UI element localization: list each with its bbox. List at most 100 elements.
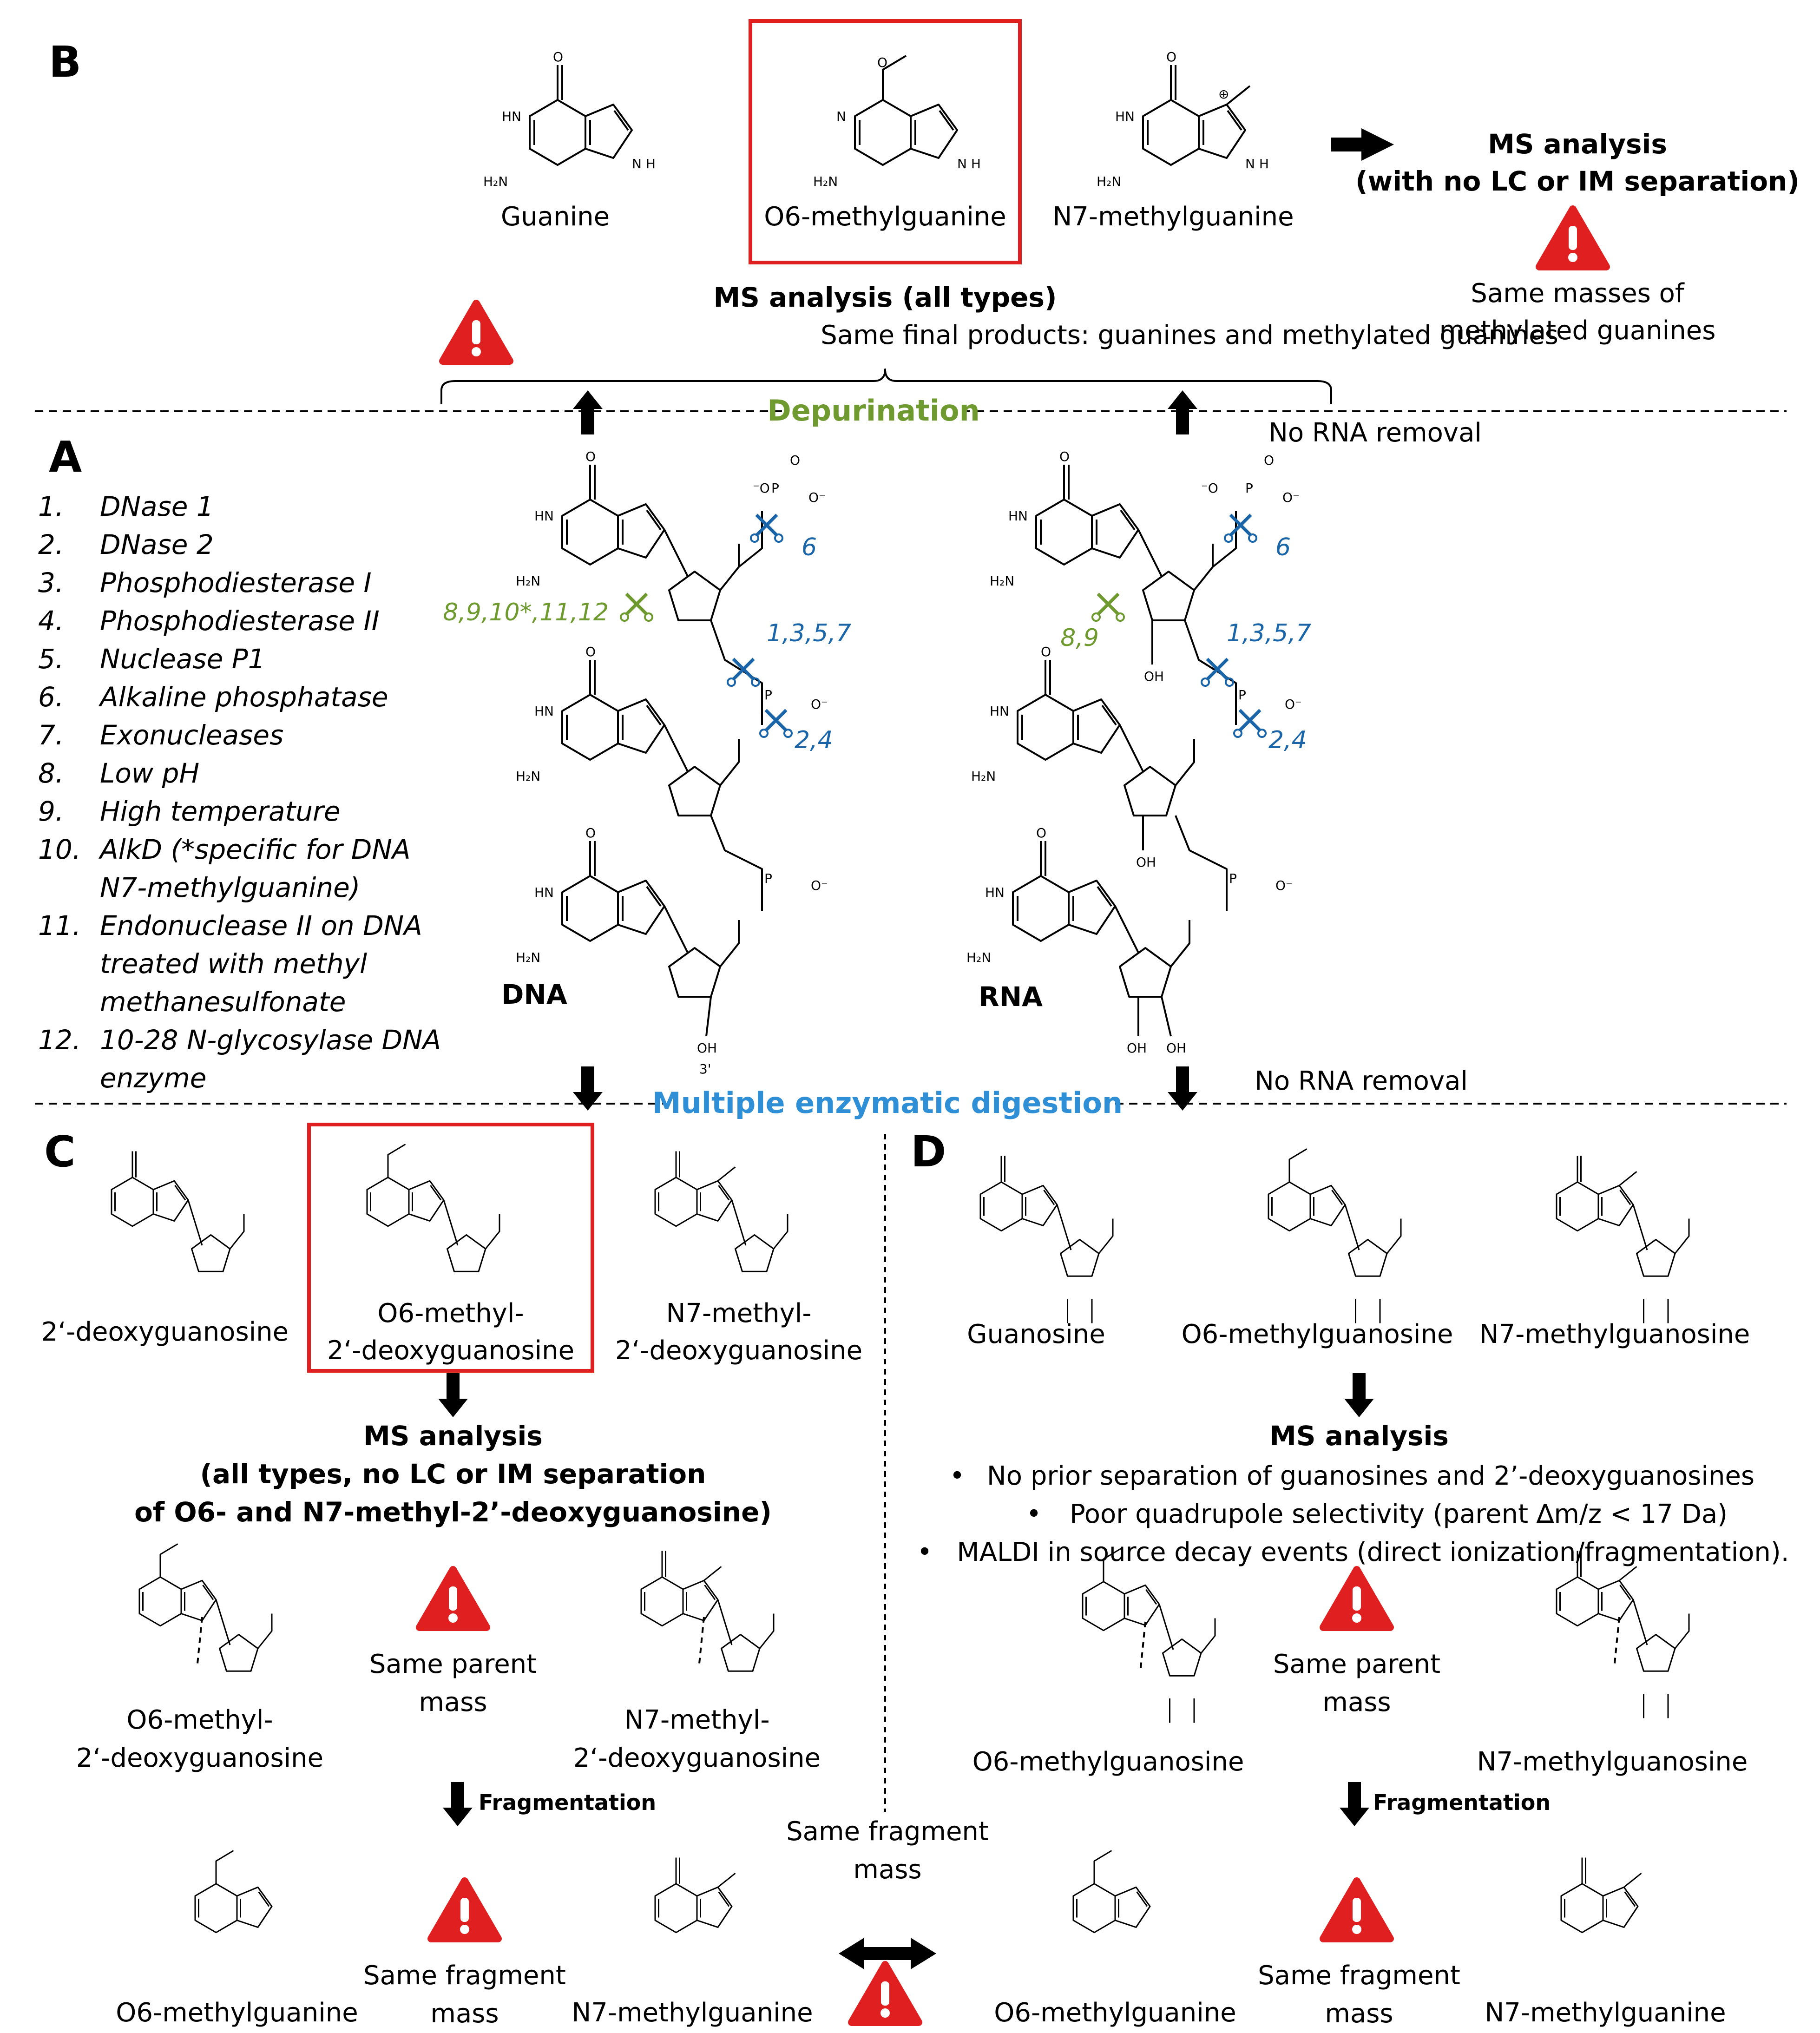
panel-d-fragment-label-n7: N7-methylguanine (1485, 1998, 1726, 2028)
svg-text:HN: HN (502, 109, 521, 124)
panel-d-bullet-mark-2: • (917, 1537, 932, 1567)
svg-text:OH: OH (1127, 1040, 1147, 1056)
panel-c-same-parent-line-1: mass (419, 1687, 487, 1717)
treatment-number-3: 3. (38, 567, 64, 599)
treatment-text-2-0: DNase 2 (100, 529, 214, 560)
panel-c-same-parent: Same parent mass (369, 1649, 537, 1717)
treatment-text-7-0: Exonucleases (100, 719, 283, 751)
svg-text:O: O (790, 453, 800, 468)
svg-text:⁻O: ⁻O (1201, 480, 1218, 496)
panel-d-same-fragment-line-1: mass (1325, 1999, 1393, 2029)
treatment-number-8: 8. (38, 757, 64, 789)
panel-c-same-parent-line-0: Same parent (369, 1649, 537, 1679)
panel-label-b: B (49, 37, 81, 87)
o6-methyl-deoxyguanosine-structure (366, 1144, 500, 1272)
treatment-text-1-0: DNase 1 (100, 491, 214, 522)
mol-label-o6-methylguanine: O6-methylguanine (764, 202, 1006, 232)
svg-text:N H: N H (1245, 156, 1269, 171)
treatment-number-6: 6. (38, 681, 64, 713)
panel-label-a: A (49, 432, 82, 482)
svg-text:P: P (1238, 687, 1246, 703)
treatment-number-1: 1. (38, 491, 64, 522)
treatment-text-5-0: Nuclease P1 (100, 643, 265, 675)
dna-cut-5prime: 6 (802, 533, 817, 561)
svg-text:H₂N: H₂N (483, 174, 508, 189)
panel-c-same-fragment: Same fragment mass (363, 1961, 566, 2029)
panel-c-same-fragment-line-0: Same fragment (363, 1961, 566, 1991)
treatment-number-7: 7. (38, 719, 64, 751)
svg-text:OH: OH (1136, 855, 1156, 870)
n7-methylguanine-structure: O HN H₂N N H ⊕ (1097, 49, 1269, 189)
scissors-icon (1225, 515, 1256, 542)
ms-right-note-2: methylated guanines (1439, 316, 1716, 346)
svg-text:HN: HN (534, 885, 554, 900)
panel-label-d: D (911, 1127, 946, 1177)
ms-right-note-1: Same masses of (1471, 278, 1685, 309)
svg-text:P: P (1245, 480, 1253, 496)
no-rna-removal-bottom: No RNA removal (1255, 1066, 1468, 1096)
svg-text:P: P (1229, 871, 1237, 886)
panel-c-same-fragment-line-1: mass (430, 1999, 499, 2029)
rna-label: RNA (979, 981, 1043, 1013)
panel-d-same-parent-line-0: Same parent (1273, 1649, 1440, 1679)
dna-cut-phosphate: 2,4 (795, 726, 833, 754)
svg-text:O: O (1059, 449, 1070, 464)
panel-c-mol-label-2-1: 2‘-deoxyguanosine (615, 1336, 862, 1366)
panel-d-bullet-mark-1: • (1026, 1499, 1041, 1529)
middle-same-fragment-line-1: mass (853, 1855, 921, 1885)
svg-text:⁻O: ⁻O (753, 480, 770, 496)
panel-c-mol-label-0-0: 2‘-deoxyguanosine (41, 1317, 289, 1347)
panel-c-ms-title-line-1: (all types, no LC or IM separation (200, 1458, 706, 1490)
fragmentation-dashed-arrow (698, 1617, 705, 1664)
n7-methyl-deoxyguanosine-parent (640, 1551, 775, 1672)
deoxyguanosine-structure (111, 1151, 245, 1272)
svg-text:P: P (771, 480, 779, 496)
treatment-number-11: 11. (38, 910, 81, 941)
treatment-number-5: 5. (38, 643, 64, 675)
n7-methylguanine-fragment-d (1560, 1857, 1642, 1934)
scissors-icon (1234, 710, 1266, 737)
n7-methylguanosine-parent (1556, 1551, 1690, 1718)
up-arrow-dna (573, 390, 603, 434)
svg-text:O⁻: O⁻ (811, 697, 828, 712)
down-arrow (438, 1373, 468, 1417)
n7-methylguanine-fragment (654, 1857, 736, 1934)
panel-c-fragment-label-o6: O6-methylguanine (116, 1998, 358, 2028)
panel-c-parent-label-1-1: 2‘-deoxyguanosine (573, 1743, 821, 1773)
fragmentation-dashed-arrow (1140, 1621, 1146, 1669)
treatment-number-4: 4. (38, 605, 64, 637)
rna-cut-5prime: 6 (1275, 533, 1291, 561)
svg-text:O⁻: O⁻ (1275, 878, 1293, 893)
panel-d-parent-label-n7: N7-methylguanosine (1477, 1747, 1748, 1777)
treatment-number-9: 9. (38, 796, 64, 827)
panel-d-bullets: No prior separation of guanosines and 2’… (917, 1461, 1789, 1567)
o6-methylguanine-fragment (194, 1850, 273, 1934)
panel-label-c: C (44, 1127, 76, 1177)
ms-right-title-2: (with no LC or IM separation) (1355, 165, 1800, 197)
treatment-text-12-0: 10-28 N-glycosylase DNA (100, 1024, 441, 1056)
treatment-text-12-1: enzyme (100, 1062, 206, 1094)
svg-text:H₂N: H₂N (990, 573, 1014, 589)
svg-text:O⁻: O⁻ (1285, 697, 1302, 712)
up-arrow-rna (1168, 390, 1197, 434)
panel-d-bullet-0: No prior separation of guanosines and 2’… (987, 1461, 1754, 1491)
svg-text:HN: HN (534, 508, 554, 524)
panel-c-mol-label-1-1: 2‘-deoxyguanosine (327, 1336, 574, 1366)
warning-icon (852, 1965, 919, 2022)
warning-icon (1539, 209, 1606, 267)
guanine-structure: O HN H₂N N H (483, 49, 656, 189)
treatment-text-6-0: Alkaline phosphatase (98, 681, 388, 713)
panel-d-same-parent: Same parent mass (1273, 1649, 1440, 1717)
warning-icon (431, 1881, 498, 1939)
rna-cut-3prime: 1,3,5,7 (1227, 619, 1311, 647)
panel-c-parent-label-1-0: N7-methyl- (624, 1705, 769, 1735)
svg-text:H₂N: H₂N (966, 950, 991, 965)
svg-text:O: O (1041, 644, 1051, 659)
panel-d-same-parent-line-1: mass (1322, 1687, 1391, 1717)
treatment-text-8-0: Low pH (100, 757, 199, 789)
svg-text:OH: OH (1144, 669, 1164, 684)
svg-text:HN: HN (985, 885, 1005, 900)
ms-center-title: MS analysis (all types) (713, 282, 1057, 313)
